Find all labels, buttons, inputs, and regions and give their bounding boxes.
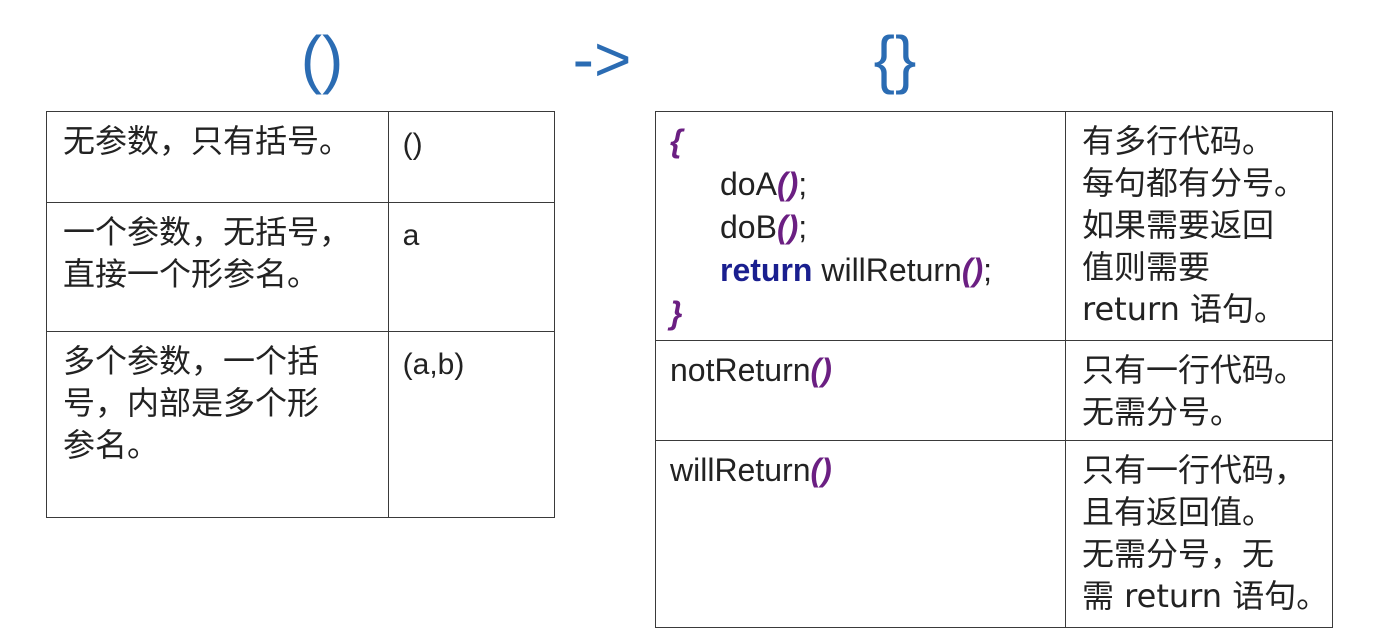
param-description: 多个参数，一个括 号，内部是多个形 参名。 [46,331,389,518]
close-brace: } [670,295,683,331]
table-row: { doA(); doB(); return willReturn(); } 有… [655,111,1333,341]
table-row: willReturn() 只有一行代码， 且有返回值。 无需分号，无 需 ret… [655,440,1333,628]
param-syntax: (a,b) [387,331,556,518]
block-body-code: { doA(); doB(); return willReturn(); } [655,111,1066,341]
param-syntax: a [387,202,556,332]
table-row: notReturn() 只有一行代码。 无需分号。 [655,340,1333,441]
params-table: 无参数，只有括号。 () 一个参数，无括号， 直接一个形参名。 a 多个参数，一… [46,111,556,518]
expression-body-code: notReturn() [655,340,1066,441]
table-row: 一个参数，无括号， 直接一个形参名。 a [46,202,556,332]
block-body-note: 有多行代码。 每句都有分号。 如果需要返回 值则需要 return 语句。 [1065,111,1333,341]
open-brace: { [670,123,683,159]
body-table: { doA(); doB(); return willReturn(); } 有… [655,111,1333,628]
arrow-header: -> [572,23,632,95]
param-syntax: () [387,111,556,203]
param-description: 无参数，只有括号。 [46,111,389,203]
params-header: () [300,23,344,95]
return-expression-note: 只有一行代码， 且有返回值。 无需分号，无 需 return 语句。 [1065,440,1333,628]
table-row: 无参数，只有括号。 () [46,111,556,203]
body-header: {} [873,23,917,95]
expression-body-note: 只有一行代码。 无需分号。 [1065,340,1333,441]
return-expression-code: willReturn() [655,440,1066,628]
table-row: 多个参数，一个括 号，内部是多个形 参名。 (a,b) [46,331,556,518]
code-line: doB(); [720,209,808,245]
code-line: return willReturn(); [720,252,993,288]
return-keyword: return [720,252,813,288]
code-line: doA(); [720,166,808,202]
param-description: 一个参数，无括号， 直接一个形参名。 [46,202,389,332]
